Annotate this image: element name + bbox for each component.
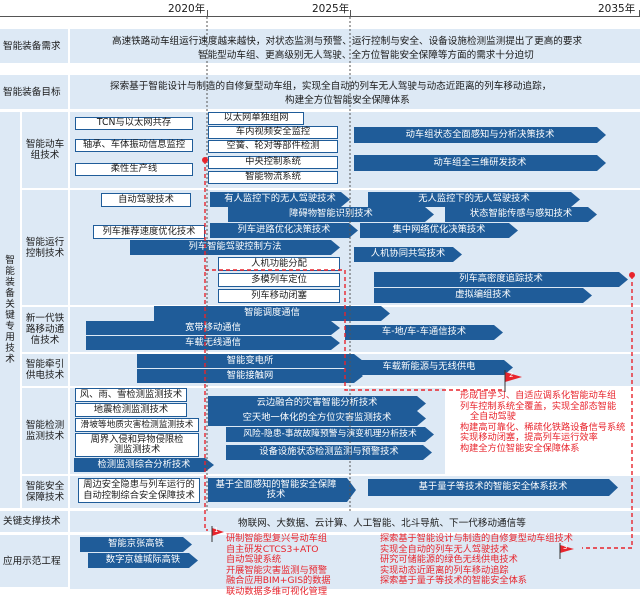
quantum-arrow: 基于量子等技术的智能安全体系技术 <box>368 479 618 496</box>
integrated-arrow: 检测监测综合分析技术 <box>74 458 214 472</box>
flexible-box: 柔性生产线 <box>75 163 193 176</box>
path-3 <box>582 275 633 549</box>
network-opt-arrow: 集中网络优化决策技术 <box>360 223 518 238</box>
flag-2-pennant <box>505 372 522 382</box>
virtual-arrow: 虚拟编组技术 <box>374 288 592 303</box>
moving-block-box: 列车移动闭塞 <box>218 289 340 303</box>
weather-box: 风、雨、雪检测监测技术 <box>75 388 187 402</box>
demo-right-list: 探索基于智能设计与制造的自修复型动车组技术 实现全自动的列车无人驾驶技术 研究可… <box>380 533 573 587</box>
video-box: 车内视频安全监控 <box>208 126 338 139</box>
manned-arrow: 有人监控下的无人驾驶技术 <box>210 192 350 207</box>
inspect-label: 智能检测监测技术 <box>22 388 68 474</box>
route-opt-arrow: 列车进路优化决策技术 <box>210 223 358 238</box>
year-2035: 2035年 <box>598 3 636 15</box>
material-box: 智能物流系统 <box>208 171 338 184</box>
flag-start-dot <box>202 157 208 163</box>
demo-left-item: 融合应用BIM+GIS的数据 <box>226 575 331 587</box>
demand-text-1: 高速铁路动车组运行速度越来越快，对状态监测与预警、运行控制与安全、设备设施检测监… <box>112 36 583 47</box>
central-box: 中央控制系统 <box>208 156 338 169</box>
geo-box: 地震检测监测技术 <box>75 403 187 417</box>
beijing-arrow: 智能京张高铁 <box>80 537 192 552</box>
comm-label: 新一代铁路移动通信技术 <box>22 307 68 352</box>
tick-2020 <box>207 10 208 17</box>
flag-3-pennant <box>560 545 574 553</box>
bearing-box: 轴承、车体振动信息监控 <box>75 139 193 152</box>
catenary-arrow: 智能接触网 <box>137 369 363 383</box>
safety-label: 智能安全保障技术 <box>22 476 68 508</box>
demand-text-2: 智能型动车组、更高级别无人驾驶、全方位智能安全保障等方面的需求十分迫切 <box>198 50 534 61</box>
ac-box: 空簧、轮对等部件检测 <box>208 140 338 153</box>
goal-item: 列车控制系统全覆盖，实现全部态智能 <box>460 400 617 412</box>
goal-text-2: 构建全方位智能安全保障体系 <box>285 95 410 106</box>
hmi-arrow: 人机协同共驾技术 <box>354 247 462 262</box>
flag-3-label: 3 <box>563 543 568 551</box>
emu-state-arrow: 动车组状态全面感知与分析决策技术 <box>354 127 606 143</box>
high-density-arrow: 列车高密度追踪技术 <box>374 272 628 287</box>
unmanned-arrow: 无人监控下的无人驾驶技术 <box>368 192 580 207</box>
cloud-edge-arrow: 云边融合的灾害智能分析技术 <box>208 396 426 411</box>
goal-band <box>70 75 640 109</box>
demo-right-item: 探索基于量子等技术的智能安全体系 <box>380 575 527 587</box>
broadband-arrow: 宽带移动通信 <box>86 321 340 335</box>
path-1 <box>204 160 208 531</box>
demo-right-item: 实现动态近距离的列车移动追踪 <box>380 564 509 576</box>
emu-label: 智能动车组技术 <box>22 112 68 188</box>
status-sense-arrow: 状态智能传感与感知技术 <box>445 207 597 222</box>
flag-1-label: 1 <box>214 526 219 534</box>
ethernet-box: 以太网单独组网 <box>208 112 304 125</box>
demo-left-item: 开展智能灾害监测与预警 <box>226 564 328 576</box>
tick-2025 <box>350 10 351 17</box>
category-label: 智能装备关键专用技术 <box>0 112 20 508</box>
year-2025: 2025年 <box>312 3 350 15</box>
goal-label: 智能装备目标 <box>0 75 68 109</box>
flag-1-pennant <box>212 528 224 536</box>
coop-arrow: 列车智能驾驶控制方法 <box>130 240 340 255</box>
goal-item: 全自动驾驶 <box>470 411 516 423</box>
demo-left-item: 自动驾驶系统 <box>226 554 282 566</box>
goals-list: 形成自学习、自适应调系化智能动车组 列车控制系统全覆盖，实现全部态智能 全自动驾… <box>460 390 626 455</box>
control-label: 智能运行控制技术 <box>22 190 68 305</box>
smart-comm-arrow: 智能调度通信 <box>154 306 390 321</box>
demo-label: 应用示范工程 <box>0 535 68 587</box>
goal-item: 构建全方位智能安全保障体系 <box>460 442 580 454</box>
demo-left-item: 自主研发CTCS3+ATO <box>226 543 319 555</box>
demo-right-item: 实现全自动的列车无人驾驶技术 <box>380 543 509 555</box>
demo-right-item: 探索基于智能设计与制造的自修复型动车组技术 <box>380 533 573 544</box>
power-label: 智能牵引供电技术 <box>22 354 68 386</box>
equip-state-arrow: 设备设施状态检测监测与预警技术 <box>226 445 432 460</box>
speed-opt-box: 列车推荐速度优化技术 <box>93 225 205 239</box>
timeline-axis <box>0 16 640 17</box>
demand-label: 智能装备需求 <box>0 29 68 63</box>
path-2-link <box>205 269 505 391</box>
goal-item: 构建高可靠化、稀疏化铁路设备信号系统 <box>460 421 626 433</box>
multi-mode-box: 多模列车定位 <box>218 273 340 287</box>
goal-item: 实现移动闭塞，提高列车运行效率 <box>460 432 598 444</box>
goal-item: 形成自学习、自适应调系化智能动车组 <box>460 390 617 401</box>
path3-start-dot <box>629 272 635 278</box>
demo-left-item: 研制智能型复兴号动车组 <box>226 533 328 544</box>
demo-right-item: 研究可储能源的绿色无线供电技术 <box>380 554 518 566</box>
obstacle-arrow: 障碍物智能识别技术 <box>228 207 434 222</box>
v2x-arrow: 车-地/车-车通信技术 <box>345 325 503 340</box>
emu3d-arrow: 动车组全三维研发技术 <box>354 155 606 171</box>
jingxiong-arrow: 数字京雄城际高铁 <box>88 553 198 568</box>
flag-2-label: 2 <box>509 371 514 379</box>
space-air-arrow: 空天地一体化的全方位灾害监测技术 <box>208 411 426 426</box>
slide-box: 滑坡等地质灾害检测监测技术 <box>75 418 199 432</box>
support-text: 物联网、大数据、云计算、人工智能、北斗导航、下一代移动通信等 <box>238 518 526 529</box>
new-energy-arrow: 车载新能源与无线供电 <box>345 360 513 375</box>
auto-driving-box: 自动驾驶技术 <box>101 193 191 207</box>
wireless-arrow: 车载无线通信 <box>86 336 340 350</box>
support-label: 关键支撑技术 <box>0 511 68 532</box>
substation-arrow: 智能变电所 <box>137 354 363 368</box>
intrusion-box: 周界入侵和异物侵限检测监测技术 <box>75 433 199 457</box>
auto-ctrl-box: 周边安全隐患与列车运行的自动控制综合安全保障技术 <box>78 478 200 503</box>
risk-arrow: 风险-隐患-事故故障预警与演变机理分析技术 <box>226 427 434 442</box>
demand-band <box>70 29 640 63</box>
full-aware-arrow: 基于全面感知的智能安全保障技术 <box>208 478 356 502</box>
year-2020: 2020年 <box>168 3 206 15</box>
goal-text-1: 探索基于智能设计与制造的自修复型动车组，实现全自动的列车无人驾驶与动态近距离的列… <box>110 81 552 92</box>
tcn-box: TCN与以太网共存 <box>75 117 193 130</box>
